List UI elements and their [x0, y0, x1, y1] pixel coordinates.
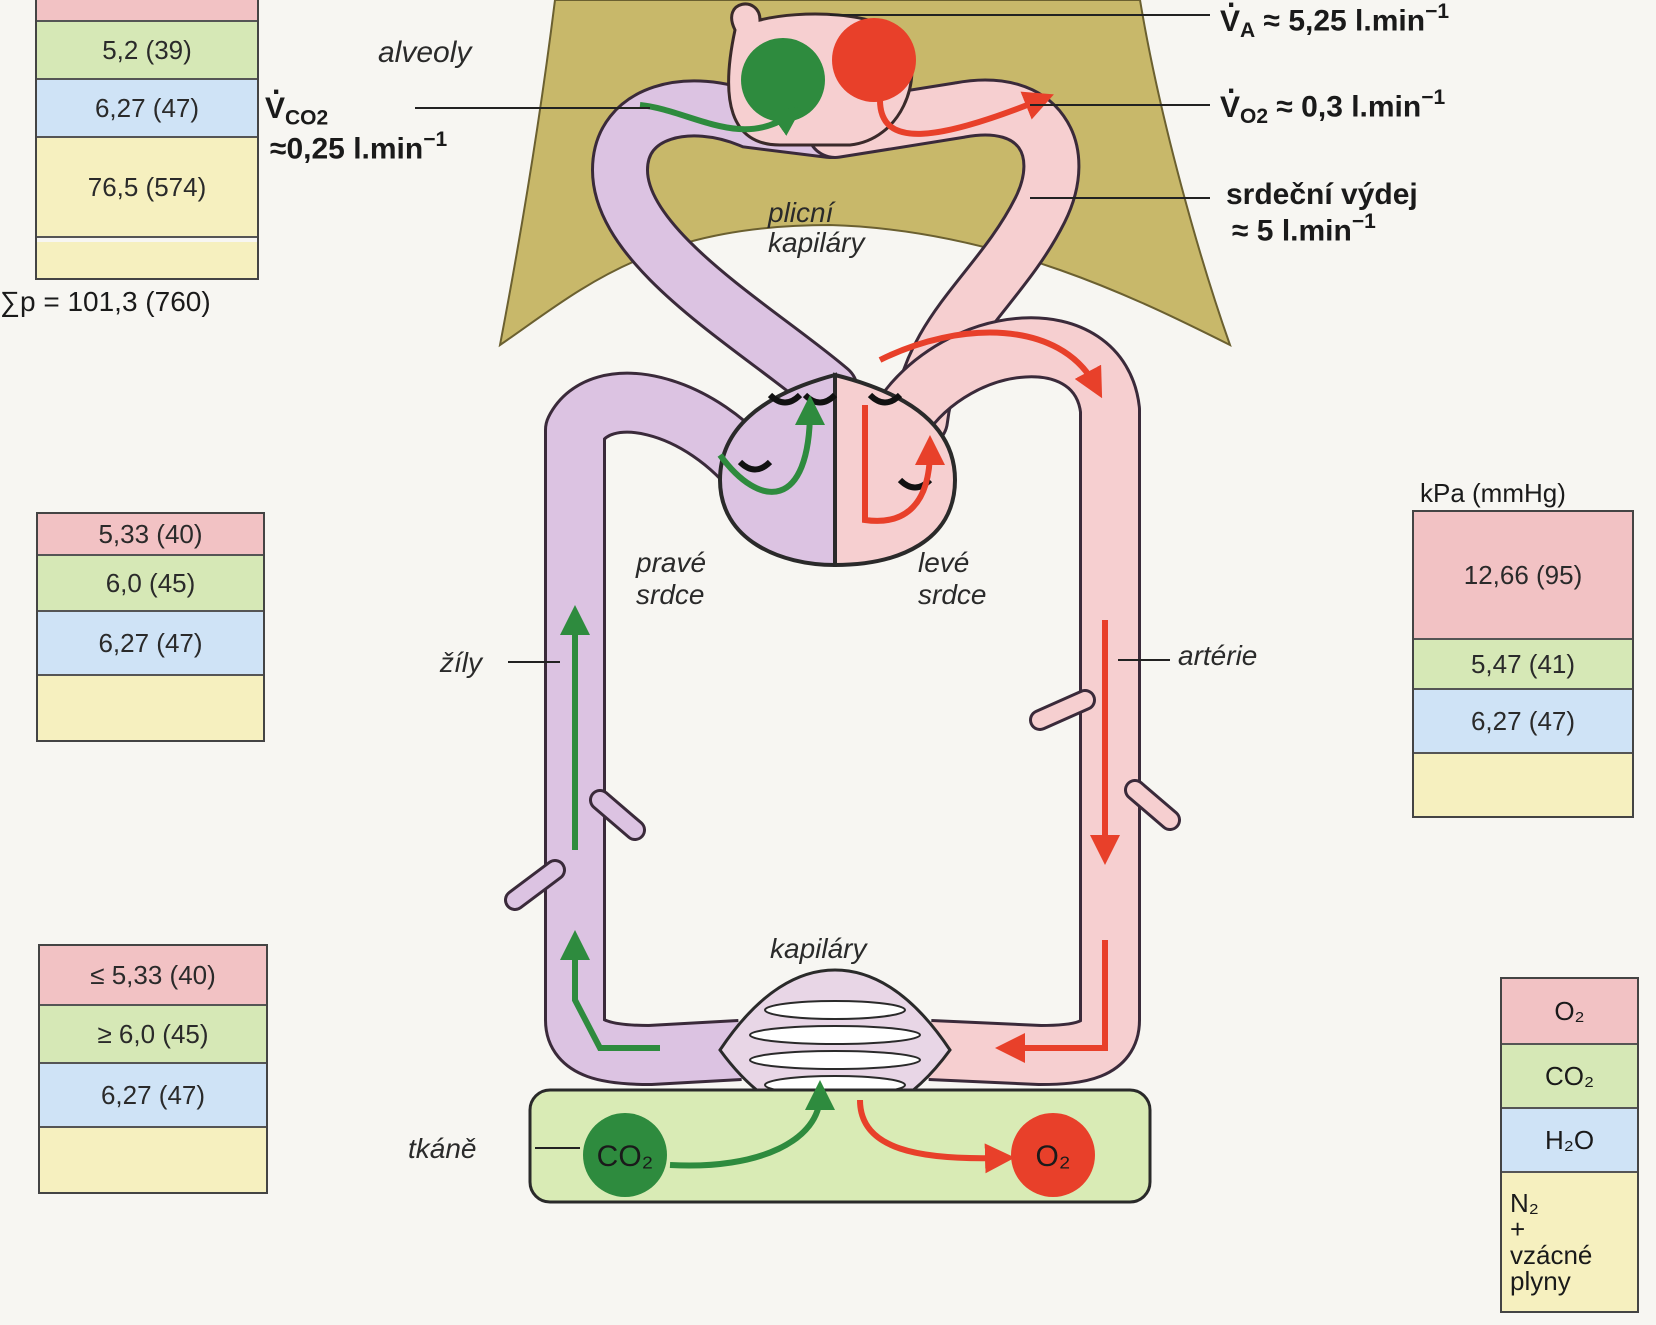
- legend-o2: O₂: [1502, 979, 1637, 1045]
- label-kapilary: kapiláry: [770, 933, 868, 964]
- alveolar-n2-value: 76,5 (574): [37, 138, 257, 238]
- alveolar-co2-value: 5,2 (39): [37, 22, 257, 80]
- arterial-pressure-box: 12,66 (95) 5,47 (41) 6,27 (47): [1412, 510, 1634, 818]
- alveolus-o2-circle: [832, 18, 916, 102]
- label-arterie: artérie: [1178, 640, 1257, 671]
- alveolar-n2-tail: [37, 238, 257, 278]
- arterial-o2-value: 12,66 (95): [1414, 512, 1632, 640]
- tissue-co2-value: ≥ 6,0 (45): [40, 1006, 266, 1064]
- label-alveoly: alveoly: [378, 36, 473, 69]
- legend-n2-line3: vzácné: [1510, 1242, 1592, 1268]
- label-prave-2: srdce: [636, 579, 704, 610]
- label-plicni-1: plicní: [767, 197, 837, 228]
- total-pressure: ∑p = 101,3 (760): [0, 286, 211, 318]
- label-zily: žíly: [439, 647, 484, 678]
- cardiac-output-value: ≈ 5 l.min−1: [1232, 210, 1376, 249]
- legend-n2: N₂ + vzácné plyny: [1502, 1173, 1637, 1311]
- legend-co2: CO₂: [1502, 1045, 1637, 1109]
- label-tkane: tkáně: [408, 1133, 477, 1164]
- label-prave-1: pravé: [635, 547, 706, 578]
- alveolar-pressure-box: 5,2 (39) 6,27 (47) 76,5 (574): [35, 0, 259, 280]
- legend-n2-line4: plyny: [1510, 1268, 1571, 1294]
- legend-n2-line2: +: [1510, 1216, 1525, 1242]
- arterial-h2o-value: 6,27 (47): [1414, 690, 1632, 754]
- alveolar-h2o-value: 6,27 (47): [37, 80, 257, 138]
- venous-co2-value: 6,0 (45): [38, 556, 263, 612]
- gas-legend: O₂ CO₂ H₂O N₂ + vzácné plyny: [1500, 977, 1639, 1313]
- cardiac-output-label: srdeční výdej: [1226, 178, 1418, 212]
- tissue-co2-label: CO₂: [597, 1140, 654, 1173]
- arterial-n2-seg: [1414, 754, 1632, 816]
- venous-pressure-box: 5,33 (40) 6,0 (45) 6,27 (47): [36, 512, 265, 742]
- flow-va: VA ≈ 5,25 l.min−1: [1220, 0, 1449, 43]
- tissue-h2o-value: 6,27 (47): [40, 1064, 266, 1128]
- legend-h2o: H₂O: [1502, 1109, 1637, 1173]
- tissue-n2-seg: [40, 1128, 266, 1192]
- label-leve-2: srdce: [918, 579, 986, 610]
- label-leve-1: levé: [918, 547, 969, 578]
- venous-n2-seg: [38, 676, 263, 740]
- alveolus-co2-circle: [741, 38, 825, 122]
- tissue-o2-value: ≤ 5,33 (40): [40, 946, 266, 1006]
- flow-vco2-value: ≈0,25 l.min−1: [270, 128, 447, 167]
- legend-n2-line1: N₂: [1510, 1190, 1539, 1216]
- flow-vco2: VCO2: [265, 92, 328, 130]
- tissue-o2-label: O₂: [1036, 1140, 1071, 1173]
- pressure-unit-label: kPa (mmHg): [1420, 478, 1566, 509]
- venous-h2o-value: 6,27 (47): [38, 612, 263, 676]
- arterial-co2-value: 5,47 (41): [1414, 640, 1632, 690]
- flow-vo2: VO2 ≈ 0,3 l.min−1: [1220, 86, 1445, 129]
- venous-o2-value: 5,33 (40): [38, 514, 263, 556]
- alveolar-o2-seg: [37, 0, 257, 22]
- label-plicni-2: kapiláry: [768, 227, 866, 258]
- tissue-pressure-box: ≤ 5,33 (40) ≥ 6,0 (45) 6,27 (47): [38, 944, 268, 1194]
